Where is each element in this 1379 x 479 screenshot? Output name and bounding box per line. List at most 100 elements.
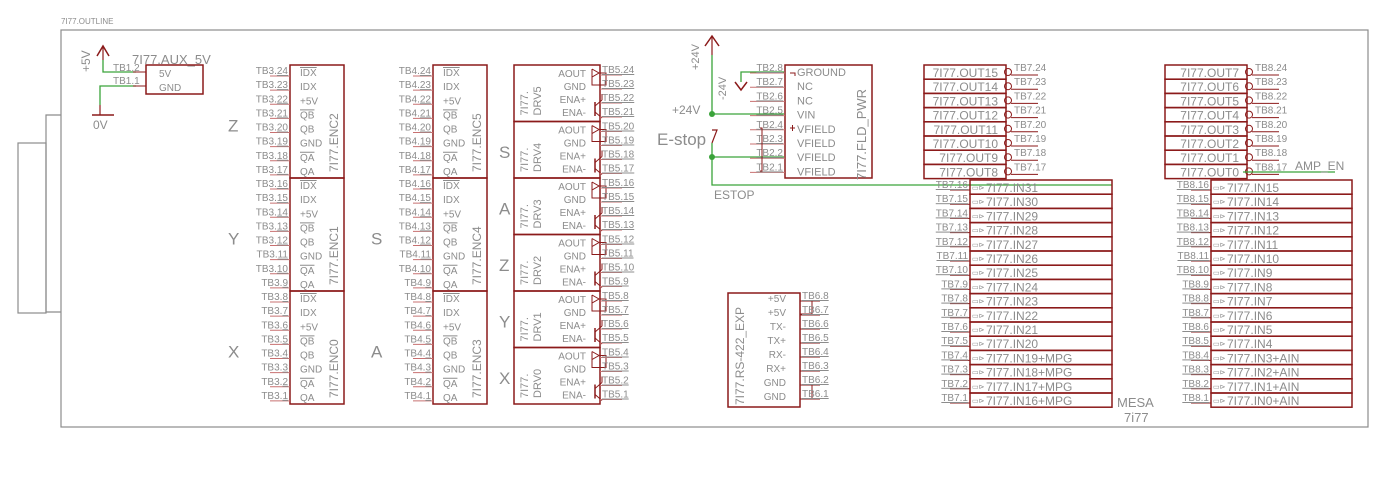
pin-signal: GND xyxy=(764,378,786,389)
encoder-signal: QA xyxy=(300,280,315,291)
terminal-label: TB4.19 xyxy=(399,137,432,148)
terminal-label: TB5.24 xyxy=(602,65,635,76)
amp-enable-label: AMP_EN xyxy=(1295,159,1344,173)
input-buffer-icon: ▭⊳ xyxy=(972,213,985,220)
terminal-label: TB8.13 xyxy=(1177,223,1210,234)
axis-label: S xyxy=(499,143,510,162)
input-name: 7I77.IN17+MPG xyxy=(986,380,1072,394)
terminal-label: TB7.22 xyxy=(1014,91,1047,102)
input-name: 7I77.IN29 xyxy=(986,209,1038,223)
drive-name: DRV5 xyxy=(532,86,544,115)
input-name: 7I77.IN30 xyxy=(986,195,1038,209)
pin-signal: TX- xyxy=(770,322,786,333)
encoder-signal: QB xyxy=(443,125,458,136)
encoder-signal: GND xyxy=(443,365,465,376)
terminal-label: TB5.16 xyxy=(602,178,635,189)
input-name: 7I77.IN8 xyxy=(1227,280,1273,294)
terminal-label: TB5.6 xyxy=(602,319,629,330)
terminal-label: TB7.21 xyxy=(1014,106,1047,117)
terminal-label: TB5.23 xyxy=(602,79,635,90)
terminal-label: TB6.5 xyxy=(802,333,829,344)
encoder-signal: QA xyxy=(300,393,315,404)
input-part: TB7.3▭⊳7I77.IN18+MPG xyxy=(941,363,1113,380)
drive-signal: GND xyxy=(564,139,586,150)
input-name: 7I77.IN2+AIN xyxy=(1227,366,1299,380)
drive-name: 7I77. xyxy=(519,374,531,398)
input-buffer-icon: ▭⊳ xyxy=(972,384,985,391)
input-buffer-icon: ▭⊳ xyxy=(1213,284,1226,291)
output-name: 7I77.OUT6 xyxy=(1180,80,1239,94)
input-name: 7I77.IN12 xyxy=(1227,224,1279,238)
input-name: 7I77.IN1+AIN xyxy=(1227,380,1299,394)
output-driver-icon xyxy=(1004,68,1012,76)
terminal-label: TB5.12 xyxy=(602,235,635,246)
terminal-label: TB8.9 xyxy=(1182,279,1209,290)
terminal-label: TB6.8 xyxy=(802,291,829,302)
terminal-label: TB3.9 xyxy=(261,278,288,289)
input-part: TB8.7▭⊳7I77.IN6 xyxy=(1182,307,1353,323)
terminal-label: TB3.10 xyxy=(256,264,289,275)
fld-node-label: +24V xyxy=(672,103,700,117)
output-name: 7I77.OUT13 xyxy=(933,94,999,108)
input-name: 7I77.IN9 xyxy=(1227,266,1273,280)
encoder-signal: IDX xyxy=(300,195,317,206)
encoder-signal: QA xyxy=(300,153,315,164)
input-name: 7I77.IN4 xyxy=(1227,337,1273,351)
drive-name: DRV1 xyxy=(532,312,544,341)
output-name: 7I77.OUT0 xyxy=(1180,165,1239,179)
drive-signal: ENA- xyxy=(562,334,586,345)
terminal-label: TB7.5 xyxy=(941,336,968,347)
terminal-label: TB8.1 xyxy=(1182,393,1209,404)
drive-signal: ENA+ xyxy=(560,378,587,389)
terminal-label: TB7.18 xyxy=(1014,148,1047,159)
terminal-label: TB8.18 xyxy=(1255,148,1288,159)
input-buffer-icon: ▭⊳ xyxy=(972,370,985,377)
input-part: TB7.1▭⊳7I77.IN16+MPG xyxy=(941,392,1113,408)
output-driver-icon xyxy=(1004,110,1012,119)
aux-name: 7I77.AUX_5V xyxy=(132,52,211,67)
terminal-label: TB8.4 xyxy=(1182,350,1209,361)
terminal-label: TB8.7 xyxy=(1182,308,1209,319)
drive-signal: ENA- xyxy=(562,278,586,289)
encoder-signal: QB xyxy=(443,238,458,249)
terminal-label: TB8.16 xyxy=(1177,180,1210,191)
axis-label: X xyxy=(499,369,510,388)
terminal-label: TB4.24 xyxy=(399,66,432,77)
terminal-label: TB4.1 xyxy=(404,391,431,402)
terminal-label: TB7.24 xyxy=(1014,63,1047,74)
input-buffer-icon: ▭⊳ xyxy=(1213,256,1226,263)
axis-label: A xyxy=(371,343,383,362)
drive-signal: ENA- xyxy=(562,108,586,119)
terminal-label: TB7.15 xyxy=(936,194,969,205)
terminal-label: TB5.3 xyxy=(602,362,629,373)
terminal-label: TB7.14 xyxy=(936,208,969,219)
terminal-label: TB2.5 xyxy=(756,106,783,117)
estop-switch-label: E-stop xyxy=(657,130,706,149)
terminal-label: TB4.14 xyxy=(399,207,432,218)
fld-neg-label: -24V xyxy=(717,76,729,100)
input-buffer-icon: ▭⊳ xyxy=(1213,398,1226,405)
axis-label: A xyxy=(499,199,511,218)
terminal-label: TB5.2 xyxy=(602,376,629,387)
terminal-label: TB4.16 xyxy=(399,179,432,190)
output-driver-icon xyxy=(1004,82,1012,91)
terminal-label: TB2.1 xyxy=(756,162,783,173)
input-buffer-icon: ▭⊳ xyxy=(1213,270,1226,277)
input-buffer-icon: ▭⊳ xyxy=(972,284,985,291)
input-name: 7I77.IN27 xyxy=(986,238,1038,252)
input-name: 7I77.IN20 xyxy=(986,337,1038,351)
encoder-signal: IDX xyxy=(443,181,460,192)
input-part: TB7.4▭⊳7I77.IN19+MPG xyxy=(941,349,1113,365)
encoder-signal: IDX xyxy=(443,195,460,206)
terminal-label: TB4.21 xyxy=(399,108,432,119)
input-buffer-icon: ▭⊳ xyxy=(1213,228,1226,235)
board-label-line2: 7i77 xyxy=(1124,410,1149,425)
terminal-label: TB5.11 xyxy=(602,249,634,260)
aux-tb: TB1.1 xyxy=(113,76,140,87)
input-part: TB7.5▭⊳7I77.IN20 xyxy=(941,335,1113,351)
